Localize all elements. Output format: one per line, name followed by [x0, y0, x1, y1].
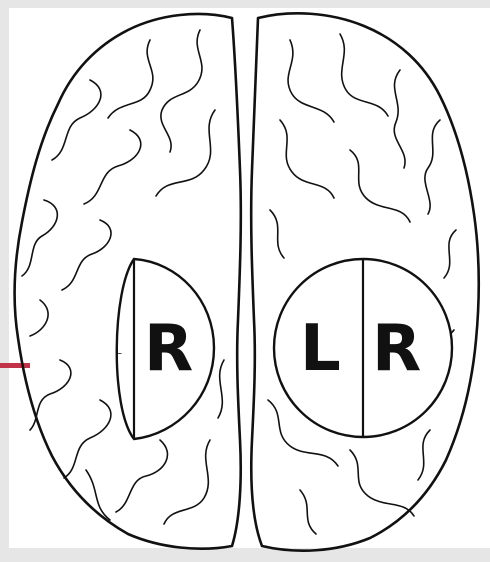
right-circle-left-label: L [300, 312, 341, 386]
right-circle-right-label: R [372, 312, 421, 386]
left-field-small-label: L [116, 346, 122, 357]
left-field-label: R [144, 312, 193, 386]
